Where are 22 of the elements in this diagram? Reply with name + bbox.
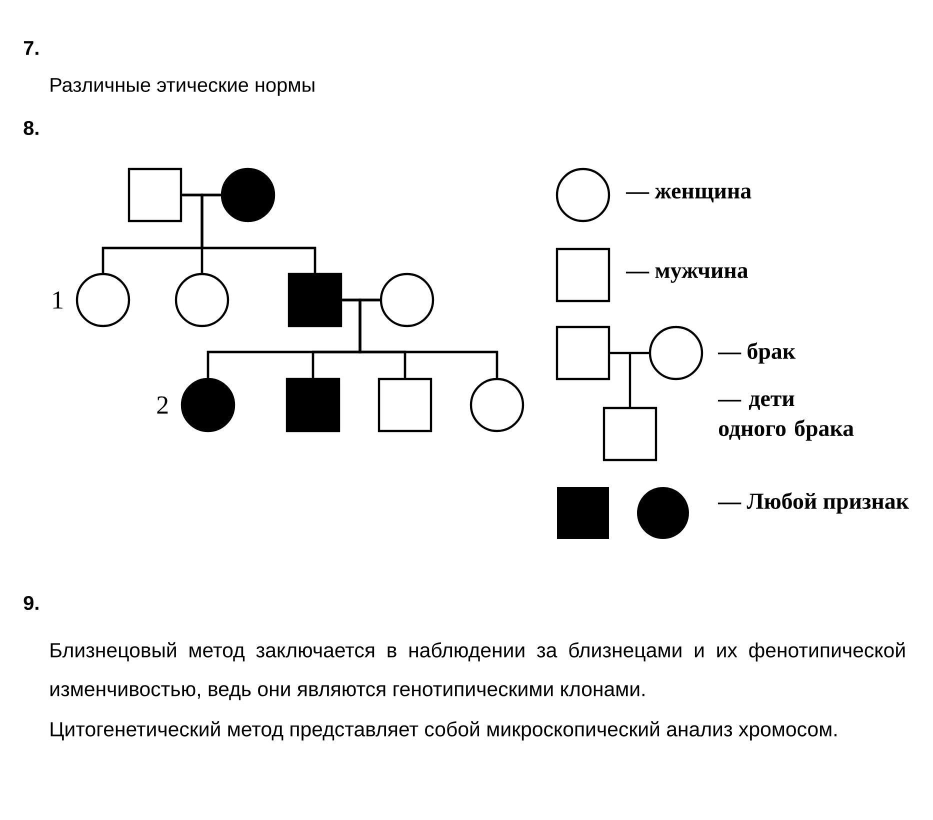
circle-symbol <box>174 272 230 328</box>
filled-square <box>288 272 342 328</box>
legend-text: — мужчина <box>626 267 748 283</box>
question-number: 8. <box>24 120 38 136</box>
filled-circle <box>220 168 276 222</box>
legend-text: — брак <box>718 342 796 364</box>
filled-circle <box>180 378 236 432</box>
legend-text: — женщина <box>626 188 752 202</box>
circle-symbol <box>470 378 524 432</box>
answer-paragraph: Цитогенетический метод представляет собой микроскопический анализ хромосом. <box>50 721 836 740</box>
generation-number: 2 <box>157 396 168 414</box>
question-number: 9. <box>24 596 38 610</box>
question-number: 7. <box>24 41 38 55</box>
legend-text: — дети одного брака <box>718 395 854 441</box>
square-symbol <box>128 168 182 222</box>
answer-text: Различные этические нормы <box>50 78 314 96</box>
answer-paragraph: Близнецовый метод заключается в наблюдении за близнецами и их фенотипической изменчивостью, ведь они являются генотипическими клонами. <box>50 642 905 700</box>
legend-text: — Любой признак <box>718 492 910 514</box>
circle-symbol <box>76 272 130 328</box>
filled-square <box>286 378 340 432</box>
circle-symbol <box>380 272 434 328</box>
square-symbol <box>378 378 432 432</box>
